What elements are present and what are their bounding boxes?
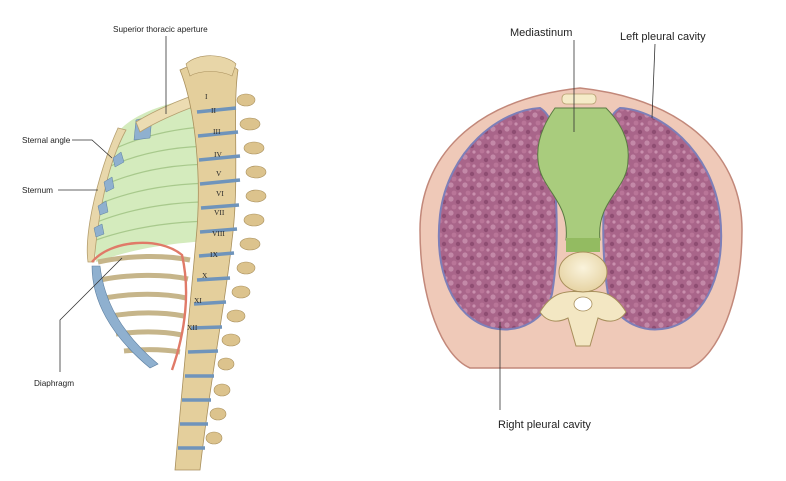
sternum-label: Sternum: [22, 186, 53, 195]
rib-numerals: I II III IV V VI VII VIII IX X XI XII: [187, 92, 225, 332]
rib-numeral-9: IX: [210, 250, 218, 259]
rib-numeral-3: III: [213, 127, 221, 136]
cross-section-vertebra: [539, 251, 627, 347]
vertebral-column: [174, 55, 267, 471]
left-pleural-cavity-label: Left pleural cavity: [620, 31, 706, 43]
rib-numeral-2: II: [211, 106, 216, 115]
rib-numeral-8: VIII: [212, 229, 225, 238]
thorax-cross-section-figure: Mediastinum Left pleural cavity Right pl…: [419, 27, 743, 431]
diaphragm-outline: [91, 241, 188, 371]
mediastinum-neck: [566, 238, 600, 252]
cross-section-sternum: [561, 93, 597, 105]
diaphragm-label: Diaphragm: [34, 379, 74, 388]
rib-numeral-1: I: [205, 92, 208, 101]
rib-numeral-10: X: [202, 271, 208, 280]
sternal-angle-leader: [72, 139, 113, 159]
rib-numeral-6: VI: [216, 189, 224, 198]
rib-numeral-12: XII: [187, 323, 198, 332]
thoracic-cavity-region: [94, 96, 215, 262]
sternal-angle-label: Sternal angle: [22, 136, 71, 145]
left-pleural-cavity-leader: [651, 43, 656, 119]
thoracic-cage-figure: I II III IV V VI VII VIII IX X XI XII Su…: [22, 25, 267, 471]
rib-numeral-11: XI: [194, 296, 202, 305]
mediastinum-label: Mediastinum: [510, 27, 572, 39]
rib-numeral-5: V: [216, 169, 222, 178]
right-pleural-cavity-label: Right pleural cavity: [498, 419, 591, 431]
superior-thoracic-aperture-label: Superior thoracic aperture: [113, 25, 208, 34]
diaphragm-leader: [59, 257, 123, 372]
rib-numeral-4: IV: [214, 150, 222, 159]
rib-numeral-7: VII: [214, 208, 225, 217]
